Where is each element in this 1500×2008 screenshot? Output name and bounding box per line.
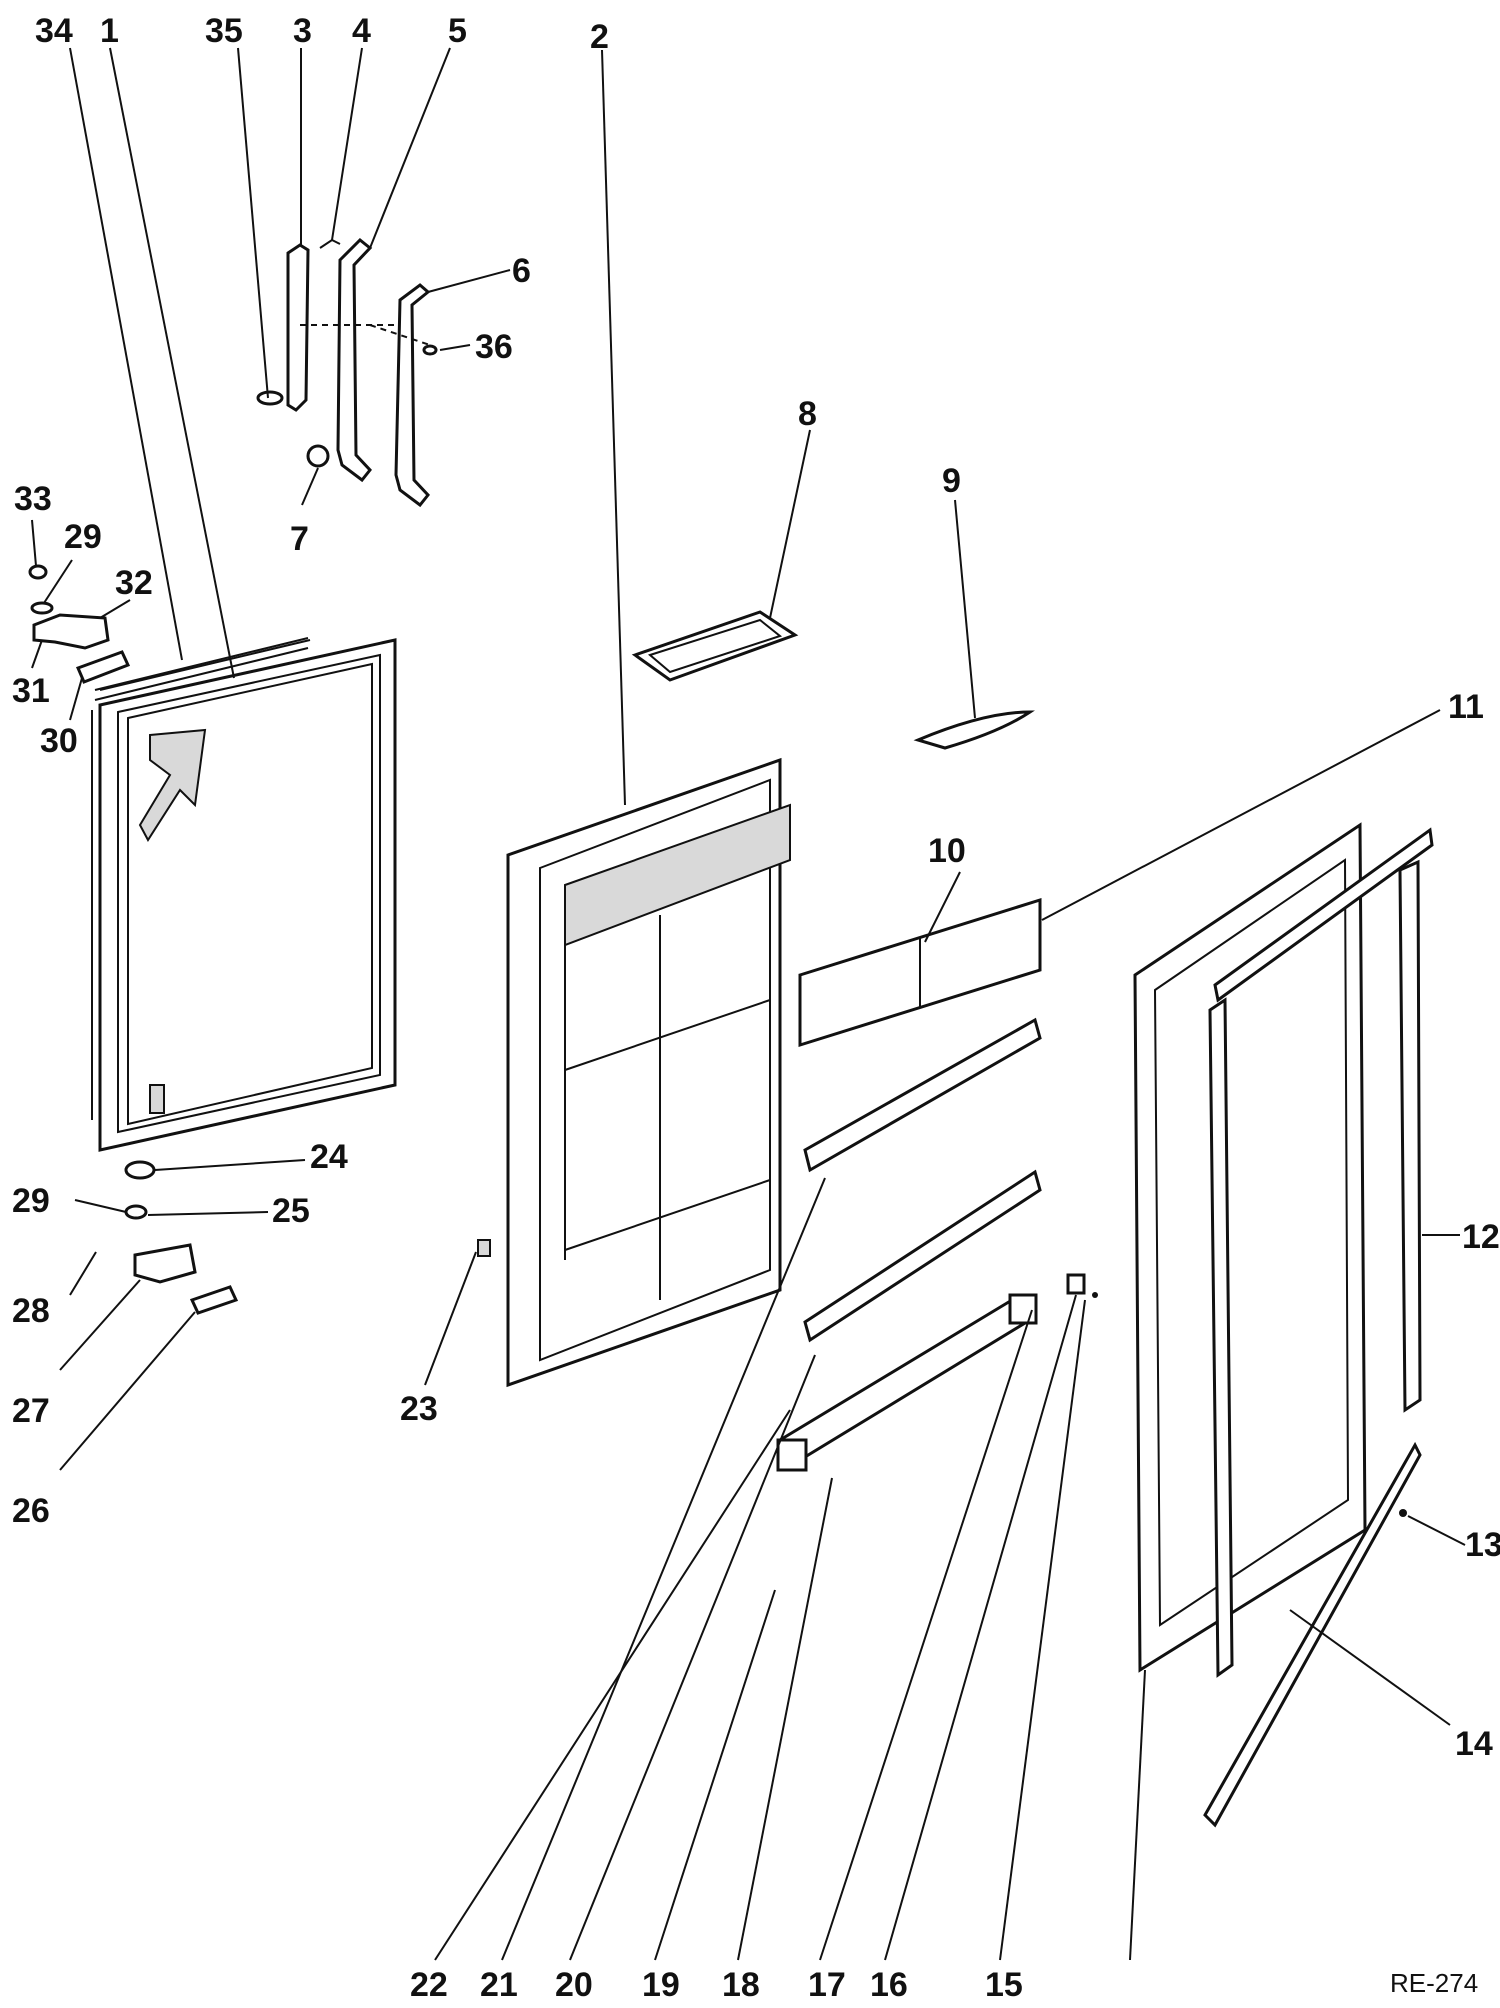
- callout-4: 4: [352, 12, 371, 50]
- callout-3: 3: [293, 12, 312, 50]
- callout-36: 36: [475, 328, 513, 366]
- door-panel-left: [91, 638, 397, 1152]
- callout-26: 26: [12, 1492, 50, 1530]
- callout-35: 35: [205, 12, 243, 50]
- callout-12: 12: [1462, 1218, 1500, 1256]
- top-hinge-assembly: [28, 564, 131, 684]
- callout-34: 34: [35, 12, 73, 50]
- small-tray: [913, 710, 1035, 750]
- callout-28: 28: [12, 1292, 50, 1330]
- callout-31: 31: [12, 672, 50, 710]
- callout-5: 5: [448, 12, 467, 50]
- callout-30: 30: [40, 722, 78, 760]
- leader-lines: [31, 47, 1466, 1961]
- bottom-hinge-assembly: [124, 1160, 239, 1315]
- callout-22: 22: [410, 1966, 448, 2004]
- callout-20: 20: [555, 1966, 593, 2004]
- callout-labels: 34 1 35 3 4 5 2 6 36 8 7 33 29 32 9 31 3…: [12, 12, 1500, 2004]
- diagram-code: RE-274: [1390, 1968, 1478, 1998]
- callout-19: 19: [642, 1966, 680, 2004]
- callout-23: 23: [400, 1390, 438, 1428]
- small-fasteners: [1066, 1273, 1098, 1298]
- callout-29-bottom: 29: [12, 1182, 50, 1220]
- shelf-bars: [776, 1017, 1042, 1472]
- callout-16: 16: [870, 1966, 908, 2004]
- callout-29-top: 29: [64, 518, 102, 556]
- callout-7: 7: [290, 520, 309, 558]
- callout-11: 11: [1448, 688, 1484, 726]
- callout-15: 15: [985, 1966, 1023, 2004]
- callout-14: 14: [1455, 1725, 1493, 1763]
- callout-18: 18: [722, 1966, 760, 2004]
- callout-6: 6: [512, 252, 531, 290]
- callout-2: 2: [590, 18, 609, 56]
- door-gasket-strip: [94, 637, 309, 701]
- callout-13: 13: [1465, 1526, 1500, 1564]
- callout-17: 17: [808, 1966, 846, 2004]
- callout-8: 8: [798, 395, 817, 433]
- callout-32: 32: [115, 564, 153, 602]
- callout-21: 21: [480, 1966, 518, 2004]
- trim-strips: [1203, 827, 1434, 1828]
- callout-10: 10: [928, 832, 966, 870]
- callout-27: 27: [12, 1392, 50, 1430]
- inner-door-liner: [477, 757, 791, 1388]
- callout-25: 25: [272, 1192, 310, 1230]
- callout-24: 24: [310, 1138, 348, 1176]
- callout-1: 1: [100, 12, 119, 50]
- door-handle-assembly: [256, 237, 438, 508]
- callout-9: 9: [942, 462, 961, 500]
- shelf-bin: [798, 897, 1042, 1048]
- gasket-frame: [1133, 822, 1367, 1673]
- callout-33: 33: [14, 480, 52, 518]
- top-tray: [631, 610, 799, 682]
